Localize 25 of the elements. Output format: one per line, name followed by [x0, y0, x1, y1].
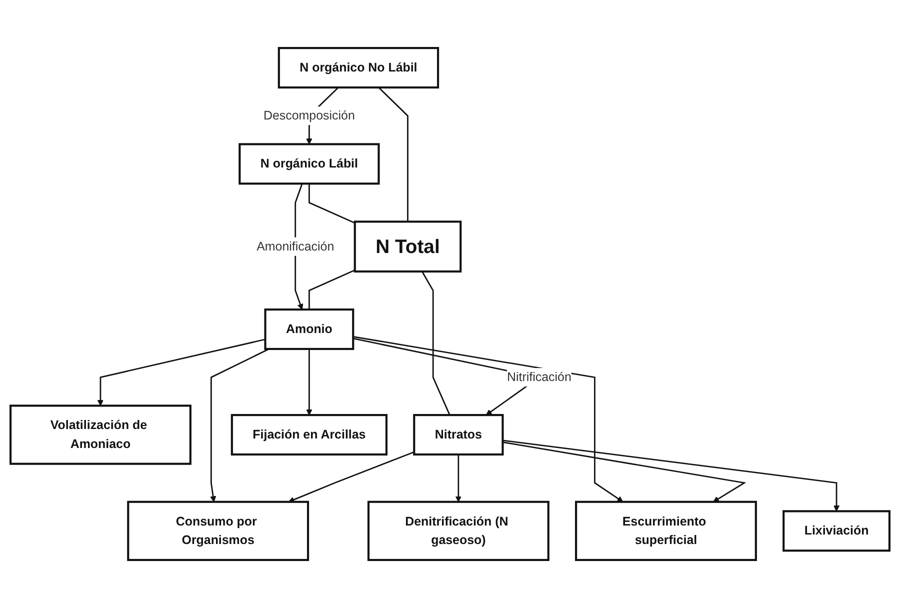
node-box: Lixiviación [782, 510, 890, 552]
node-box: Denitrificación (N gaseoso) [367, 500, 550, 561]
connector [308, 269, 356, 310]
arrow [502, 441, 746, 502]
node-box: Consumo por Organismos [127, 500, 310, 561]
node-box: N Total [354, 220, 462, 272]
edge-label: Amonificación [256, 238, 334, 253]
arrow [306, 348, 312, 415]
connector [422, 270, 450, 415]
arrow [97, 338, 266, 406]
connector [308, 183, 356, 224]
arrow [455, 454, 462, 502]
arrow [502, 439, 840, 511]
node-box: Amonio [264, 308, 354, 350]
arrow [288, 450, 414, 502]
node-box: N orgánico No Lábil [278, 46, 440, 88]
edge-label: Nitrificación [507, 370, 572, 384]
arrow [210, 348, 270, 502]
node-box: Fijación en Arcillas [230, 414, 388, 456]
node-box: N orgánico Lábil [238, 142, 380, 184]
edge-label: Descomposición [264, 108, 355, 122]
node-box: Volatilización de Amoniaco [10, 404, 192, 464]
node-box: Nitratos [413, 414, 504, 456]
node-box: Escurrimiento superficial [575, 500, 757, 561]
connector [378, 86, 408, 222]
